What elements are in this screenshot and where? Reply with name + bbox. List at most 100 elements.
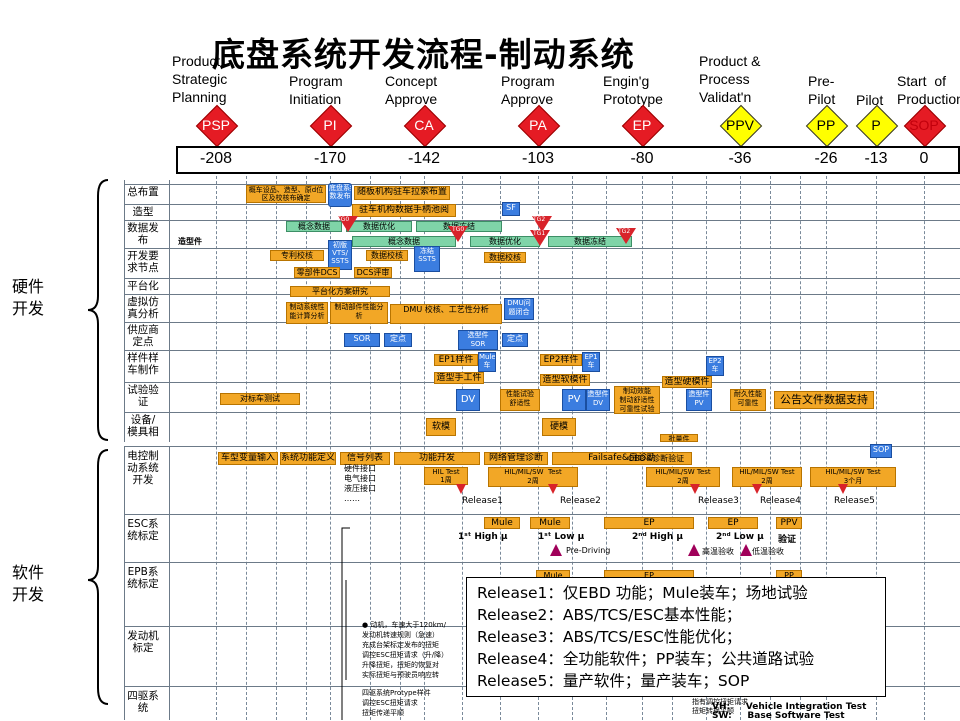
milestone-label-sop: Start of Production [897, 73, 960, 107]
task-benchmark-test: 对标车测试 [220, 393, 300, 405]
hw-row-label: 数据发布 [127, 222, 159, 246]
milestone-days-p: -13 [864, 150, 888, 167]
release-notes-box: Release1：仅EBD 功能；Mule装车；场地试验 Release2：AB… [466, 577, 886, 697]
release-note-5: Release5：量产软件；量产装车；SOP [477, 672, 750, 690]
sw-network-diag: 网络管理诊断 [484, 452, 548, 465]
milestone-days-ca: -142 [407, 150, 441, 167]
milestone-abbr-pp: PP [816, 117, 836, 133]
hw-row-label: 虚拟仿真分析 [127, 296, 159, 320]
esc-predriving: Pre-Driving [566, 546, 611, 555]
hardware-section-label: 硬件 开发 [12, 277, 45, 318]
sw-row-label: 电控制动系统开发 [127, 450, 159, 486]
task-comfort-test: 性能试验 舒适性 [500, 389, 540, 411]
task-dmu-check: DMU 校核、工艺性分析 [390, 304, 502, 324]
release1-label: Release1 [462, 496, 503, 506]
task-ep2-car: EP2 车 [706, 356, 724, 376]
milestone-days-pi: -170 [313, 150, 347, 167]
awd-notes-2: 指有调控扭矩请求 扭矩转换平顺 [692, 698, 748, 715]
milestone-label-ep: Engin'g Prototype [603, 73, 663, 107]
sw-obd: OBD&诊断验证 [628, 454, 685, 463]
milestone-days-ep: -80 [630, 150, 654, 167]
task-concept-data-1: 概念数据 [286, 221, 342, 232]
task-parking-data: 驻车机构数据手柄池阅 [352, 204, 456, 217]
row-separator [124, 350, 960, 351]
sw-row-label: ESC系统标定 [127, 518, 159, 542]
row-separator [124, 562, 960, 563]
guide-line [606, 176, 607, 720]
hw-row-label: 造型 [132, 206, 154, 218]
task-dcs-review: DCS评审 [354, 267, 392, 278]
task-layout: 概车设品、造型、原d位 区及校核布确定 [246, 185, 326, 203]
sw-hil-4: HIL/MIL/SW Test 2周 [732, 467, 802, 487]
task-ep1-parts: EP1样件 [434, 354, 478, 366]
esc-ppv: PPV [776, 517, 802, 529]
tg0-label-1: TG0 [337, 216, 350, 223]
task-styling-dv: 造型件 DV [586, 389, 610, 411]
task-dmu-close: DMU问 题闭合 [504, 298, 534, 320]
task-hard-tool-parts: 造型硬模件 [662, 376, 712, 388]
sw-hil-5: HIL/MIL/SW Test 3个月 [810, 467, 896, 487]
milestone-label-ca: Concept Approve [385, 73, 438, 107]
hw-row-label: 设备/模具相 [127, 414, 159, 438]
guide-line [924, 176, 925, 720]
milestone-abbr-sop: SOP [909, 117, 939, 133]
milestone-days-psp: -208 [199, 150, 233, 167]
milestone-abbr-ppv: PPV [725, 117, 754, 133]
row-separator [124, 278, 960, 279]
release5-label: Release5 [834, 496, 875, 506]
release-note-2: Release2：ABS/TCS/ESC基本性能； [477, 606, 742, 624]
guide-line [740, 176, 741, 720]
guide-line [216, 176, 217, 720]
row-separator [124, 322, 960, 323]
esc-high-1: 1ˢᵗ High μ [458, 532, 508, 542]
milestone-abbr-ca: CA [414, 117, 434, 133]
milestone-abbr-pa: PA [529, 117, 547, 133]
task-ep1-car: EP1 车 [582, 352, 600, 372]
milestone-days-pa: -103 [521, 150, 555, 167]
task-batch-parts: 批量件 [660, 434, 698, 442]
guide-line [370, 176, 371, 720]
guide-line [770, 176, 771, 720]
tg0-label-2: TG0 [452, 226, 465, 233]
task-data-freeze-2: 数据冻结 [548, 236, 632, 247]
guide-line [572, 176, 573, 720]
task-dv: DV [456, 389, 480, 411]
row-separator [124, 248, 960, 249]
task-durability: 耐久性能 可靠性 [730, 389, 766, 411]
sw-hil-3: HIL/MIL/SW Test 2周 [646, 467, 720, 487]
sw-row-label: 四驱系统 [127, 690, 159, 714]
guide-line [424, 176, 425, 720]
esc-high-2: 2ⁿᵈ High μ [632, 532, 684, 542]
sw-failsafe: Failsafe&自诊断 [552, 452, 692, 465]
task-platform-study: 平台化方案研究 [290, 286, 390, 297]
row-separator [124, 446, 960, 447]
task-pv: PV [562, 389, 586, 411]
task-fixed-2: 定点 [502, 333, 528, 347]
release3-label: Release3 [698, 496, 739, 506]
tg1-label: TG1 [533, 230, 546, 237]
sw-row-label: EPB系统标定 [127, 566, 159, 590]
hw-row-label: 总布置 [127, 186, 159, 198]
milestone-label-pa: Program Approve [501, 73, 555, 107]
hw-row-label: 开发要求节点 [127, 250, 159, 274]
esc-mule-1: Mule [484, 517, 520, 529]
hw-row-label: 供应商定点 [127, 324, 159, 348]
row-separator [124, 412, 960, 413]
milestone-label-pp: Pre- Pilot [808, 73, 836, 107]
sw-signal-list: 信号列表 [340, 452, 390, 465]
task-concept-data-2: 概念数据 [352, 236, 456, 247]
release-note-3: Release3：ABS/TCS/ESC性能优化； [477, 628, 742, 646]
milestone-label-pi: Program Initiation [289, 73, 343, 107]
sw-connector-line [341, 527, 350, 720]
software-frame [124, 446, 170, 720]
sw-hil-1: HIL Test 1周 [424, 467, 468, 485]
task-efficiency-test: 制动效能 制动舒适性 可靠性试验 [614, 386, 660, 414]
hw-row-label: 样件样车制作 [127, 352, 159, 376]
row-separator [124, 294, 960, 295]
release-note-4: Release4：全功能软件；PP装车；公共道路试验 [477, 650, 815, 668]
milestone-label-p: Pilot [856, 92, 884, 108]
milestone-days-ppv: -36 [728, 150, 752, 167]
release2-label: Release2 [560, 496, 601, 506]
task-parking-cable: 随板机构驻车拉索布置 [354, 186, 450, 200]
task-sor-1: SOR [344, 333, 380, 347]
